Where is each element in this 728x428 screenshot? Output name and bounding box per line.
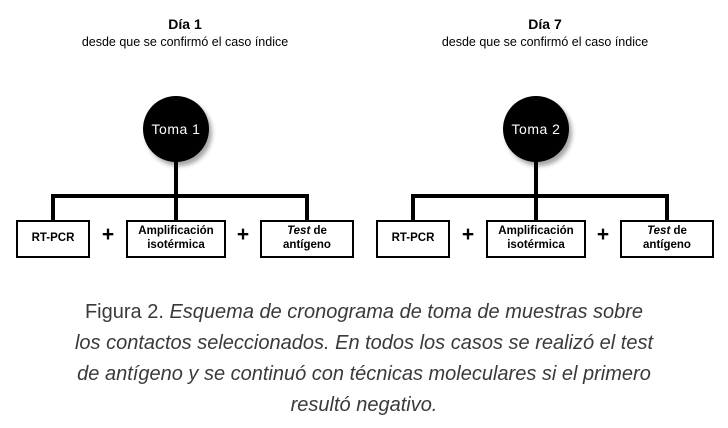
antigen-label-line2: antígeno xyxy=(643,239,691,251)
toma-2-node: Toma 2 xyxy=(503,96,569,162)
connector-stem xyxy=(174,158,178,196)
caption-line-4: resultó negativo. xyxy=(290,394,438,416)
panel-title: Día 7 xyxy=(528,16,562,32)
caption-figure-number: Figura 2. xyxy=(84,301,164,323)
panel-title: Día 1 xyxy=(168,16,202,32)
connector-tick xyxy=(51,194,55,220)
rt-pcr-label: RT-PCR xyxy=(31,232,75,245)
rt-pcr-label: RT-PCR xyxy=(391,232,435,245)
panel-subtitle: desde que se confirmó el caso índice xyxy=(441,35,649,49)
panel-day-7: Día 7 desde que se confirmó el caso índi… xyxy=(370,8,720,280)
toma-1-node-label: Toma 1 xyxy=(151,121,201,137)
caption-line-3: de antígeno y se continuó con técnicas m… xyxy=(77,363,651,385)
plus-sign: + xyxy=(236,223,250,246)
antigen-test-box: Test de antígeno xyxy=(260,220,354,258)
connector-tick xyxy=(411,194,415,220)
panel-subtitle: desde que se confirmó el caso índice xyxy=(81,35,289,49)
antigen-label-line2: antígeno xyxy=(283,239,331,251)
toma-1-node: Toma 1 xyxy=(143,96,209,162)
antigen-label-rest: de xyxy=(670,225,687,238)
antigen-label-line1: Test de xyxy=(287,225,327,239)
plus-sign: + xyxy=(461,223,475,246)
rt-pcr-box: RT-PCR xyxy=(376,220,450,258)
antigen-label-rest: de xyxy=(310,225,327,238)
antigen-label-italic: Test xyxy=(647,225,671,238)
caption-line-1: Figura 2. Esquema de cronograma de toma … xyxy=(0,297,728,328)
rt-pcr-box: RT-PCR xyxy=(16,220,90,258)
antigen-label-italic: Test xyxy=(287,225,311,238)
isothermal-amplification-box: Amplificación isotérmica xyxy=(486,220,586,258)
connector-stem xyxy=(534,158,538,196)
connector-horizontal-line xyxy=(411,194,669,198)
connector-tick xyxy=(665,194,669,220)
connector-tick xyxy=(534,194,538,220)
caption-line-2: los contactos seleccionados. En todos lo… xyxy=(74,332,654,354)
caption-line-1-text: Esquema de cronograma de toma de muestra… xyxy=(163,301,644,323)
amplification-label-line1: Amplificación xyxy=(498,225,574,238)
connector-tick xyxy=(174,194,178,220)
connector-horizontal-line xyxy=(51,194,309,198)
plus-sign: + xyxy=(596,223,610,246)
connector-tick xyxy=(305,194,309,220)
amplification-label-line2: isotérmica xyxy=(147,239,205,251)
plus-sign: + xyxy=(101,223,115,246)
figure-caption: Figura 2. Esquema de cronograma de toma … xyxy=(0,297,728,421)
toma-2-node-label: Toma 2 xyxy=(511,121,561,137)
amplification-label-line2: isotérmica xyxy=(507,239,565,251)
antigen-test-box: Test de antígeno xyxy=(620,220,714,258)
panel-day-1: Día 1 desde que se confirmó el caso índi… xyxy=(10,8,360,280)
antigen-label-line1: Test de xyxy=(647,225,687,239)
isothermal-amplification-box: Amplificación isotérmica xyxy=(126,220,226,258)
amplification-label-line1: Amplificación xyxy=(138,225,214,238)
